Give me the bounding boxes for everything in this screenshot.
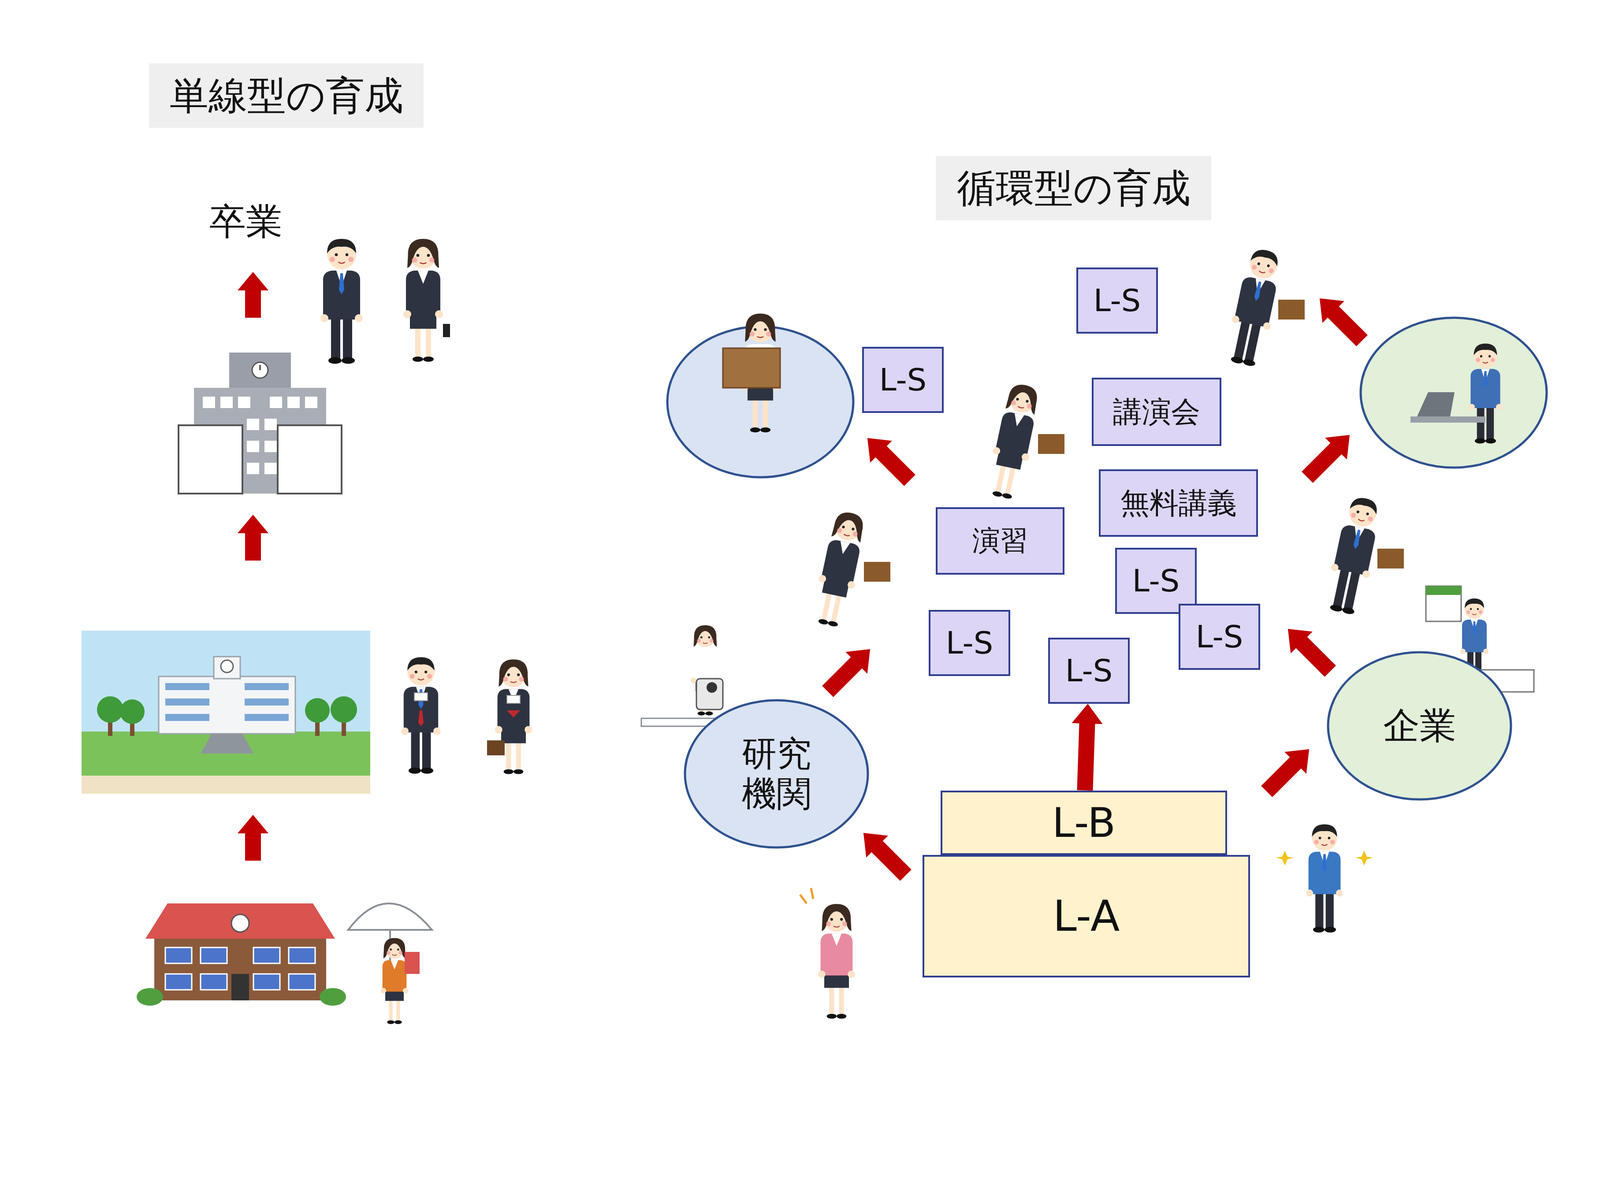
- event-box: 講演会: [1091, 377, 1222, 447]
- ls-box: L-S: [862, 346, 944, 414]
- node-text: 循環型の育成: [956, 165, 1191, 211]
- ls-box: L-S: [1076, 267, 1158, 334]
- event-box: 無料講義: [1098, 469, 1258, 537]
- node-text: L-A: [1053, 891, 1120, 942]
- node-text: L-S: [1065, 653, 1113, 689]
- section-heading: 循環型の育成: [935, 156, 1212, 221]
- block-arrow: [1071, 703, 1103, 791]
- node-text: L-B: [1052, 799, 1116, 847]
- node-text: 講演会: [1112, 395, 1201, 429]
- node-text: L-S: [1093, 282, 1141, 319]
- node-text: 研究 機関: [736, 733, 817, 815]
- section-heading: 単線型の育成: [148, 63, 424, 128]
- node-text: L-S: [879, 362, 927, 399]
- ls-box: L-S: [1048, 637, 1130, 704]
- institution-circle: 企業: [1326, 651, 1513, 801]
- stage-label: 卒業: [209, 200, 283, 243]
- ls-box: L-S: [1178, 603, 1261, 670]
- node-text: L-S: [1195, 619, 1243, 655]
- node-text: L-S: [945, 625, 994, 662]
- node-text: 演習: [972, 524, 1028, 557]
- node-text: 単線型の育成: [169, 73, 404, 118]
- node-text: L-S: [1132, 563, 1180, 600]
- node-text: 無料講義: [1120, 486, 1237, 521]
- level-box: L-B: [940, 790, 1228, 856]
- ls-box: L-S: [928, 610, 1011, 677]
- level-box: L-A: [922, 855, 1251, 978]
- institution-circle: 研究 機関: [683, 699, 870, 849]
- event-box: 演習: [935, 507, 1065, 575]
- node-text: 企業: [1383, 704, 1457, 747]
